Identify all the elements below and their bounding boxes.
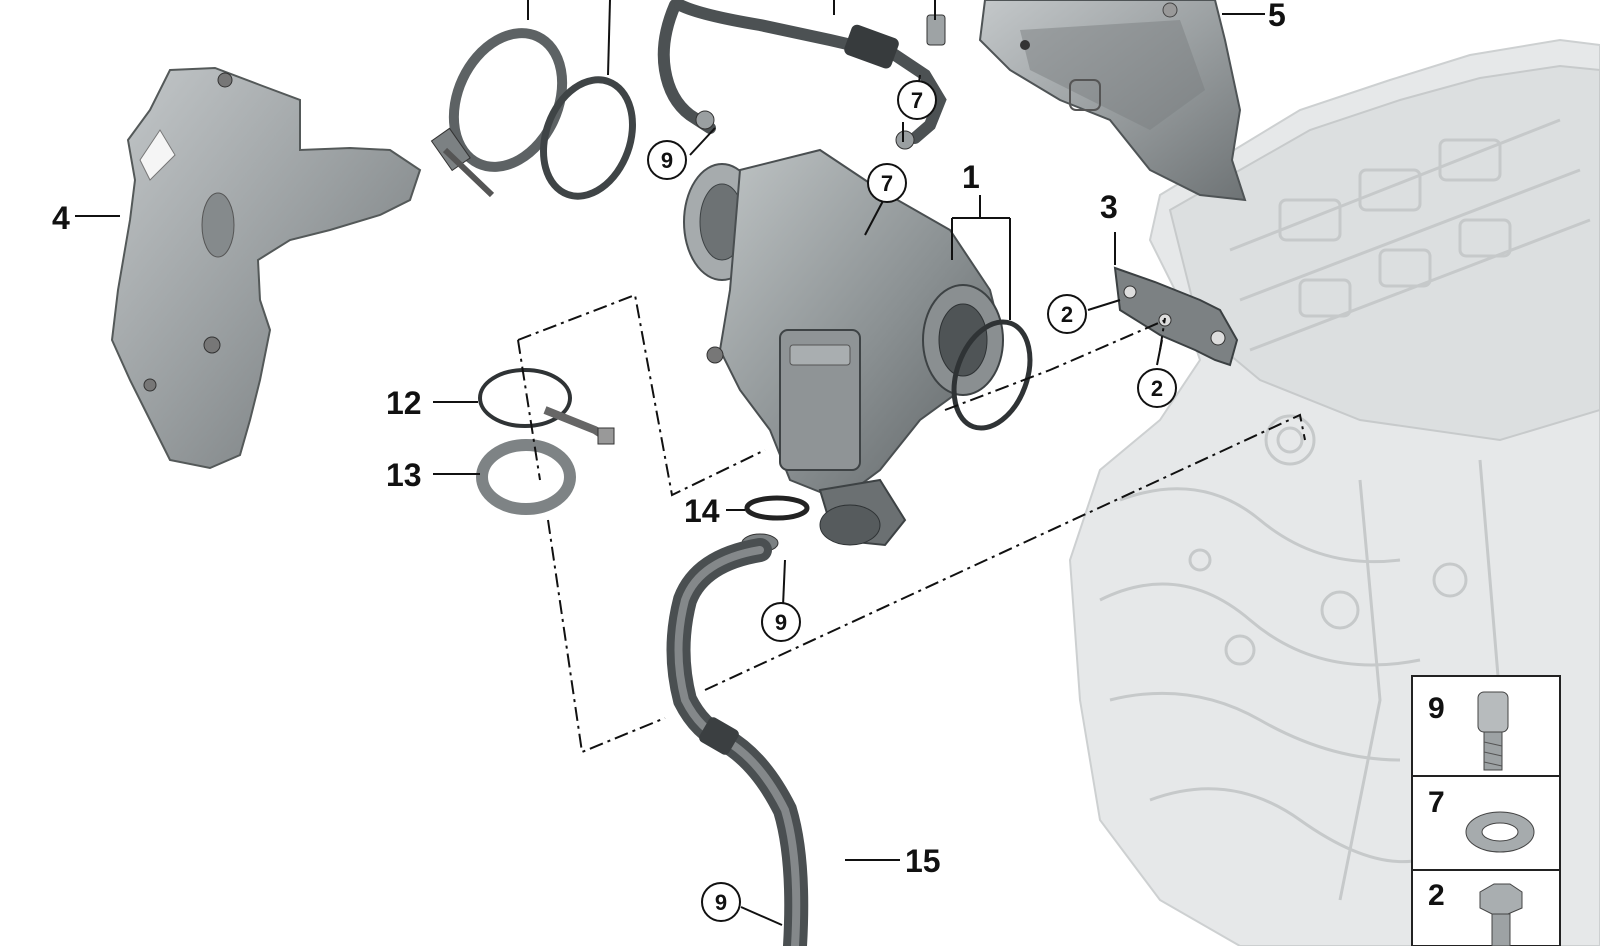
heat-shield-left — [110, 66, 422, 470]
circled-callout: 2 — [1137, 368, 1177, 408]
circled-label-7: 7 — [911, 88, 923, 113]
leader-lines — [75, 0, 1265, 926]
outlet-gasket — [951, 319, 1033, 431]
circled-label-9: 9 — [715, 890, 727, 915]
callout-14: 14 — [684, 493, 720, 529]
bracket — [1113, 266, 1239, 367]
bolt-icon — [1477, 691, 1509, 771]
vband-clamp-upper — [430, 28, 568, 198]
circled-callout: 7 — [897, 80, 937, 120]
callout-3: 3 — [1100, 189, 1118, 225]
fastener-legend: 9 7 2 — [1411, 675, 1561, 946]
circled-callouts: 9 7 7 2 2 9 9 — [647, 80, 1177, 922]
oil-return-pipe — [666, 538, 809, 946]
turbocharger — [683, 148, 1004, 547]
heat-shield-upper — [978, 0, 1247, 202]
oil-feed-line — [657, 0, 947, 150]
circled-label-2: 2 — [1151, 376, 1163, 401]
circled-label-9: 9 — [775, 610, 787, 635]
callout-1: 1 — [962, 159, 980, 195]
circled-label-9: 9 — [661, 148, 673, 173]
callout-5: 5 — [1268, 0, 1286, 33]
gasket-upper — [540, 76, 636, 200]
callout-4: 4 — [52, 200, 70, 236]
callout-13: 13 — [386, 457, 422, 493]
circled-callout: 2 — [1047, 294, 1087, 334]
callout-12: 12 — [386, 385, 422, 421]
vband-clamp-lower — [476, 368, 615, 515]
circled-callout: 7 — [867, 163, 907, 203]
legend-label-2: 2 — [1428, 879, 1445, 912]
callout-15: 15 — [905, 843, 941, 879]
legend-label-7: 7 — [1428, 786, 1445, 819]
callout-labels: 1 3 4 5 12 13 14 15 — [52, 0, 1286, 879]
circled-label-2: 2 — [1061, 302, 1073, 327]
circled-callout: 9 — [647, 140, 687, 180]
sealing-ring-icon — [1465, 811, 1535, 853]
guide-lines — [517, 293, 1306, 754]
circled-callout: 9 — [701, 882, 741, 922]
circled-label-7: 7 — [881, 171, 893, 196]
legend-label-9: 9 — [1428, 692, 1445, 725]
hex-bolt-icon — [1479, 883, 1523, 946]
circled-callout: 9 — [761, 602, 801, 642]
